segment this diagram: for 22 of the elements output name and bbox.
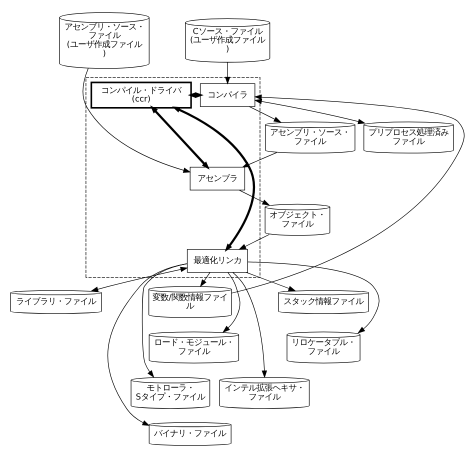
arrow bbox=[90, 266, 188, 292]
arrow bbox=[248, 106, 282, 122]
arrow bbox=[222, 272, 240, 332]
arrow bbox=[200, 272, 210, 286]
arrow bbox=[238, 234, 270, 250]
arrow bbox=[254, 98, 366, 124]
arrow bbox=[231, 94, 464, 293]
arrow bbox=[246, 272, 296, 291]
arrow bbox=[150, 104, 210, 170]
node-box: コンパイル・ドライバ (ccr) bbox=[90, 81, 192, 108]
arrow bbox=[107, 262, 188, 426]
arrow bbox=[232, 272, 268, 378]
arrow bbox=[82, 68, 191, 172]
node-box: アセンブラ bbox=[190, 166, 246, 190]
node-box: 最適化リンカ bbox=[186, 248, 248, 272]
arrow bbox=[239, 189, 270, 205]
arrow bbox=[224, 62, 230, 84]
arrow bbox=[142, 262, 188, 378]
arrow bbox=[247, 261, 380, 333]
arrow bbox=[172, 106, 256, 252]
node-box: コンパイラ bbox=[200, 82, 256, 106]
arrow bbox=[242, 152, 278, 168]
